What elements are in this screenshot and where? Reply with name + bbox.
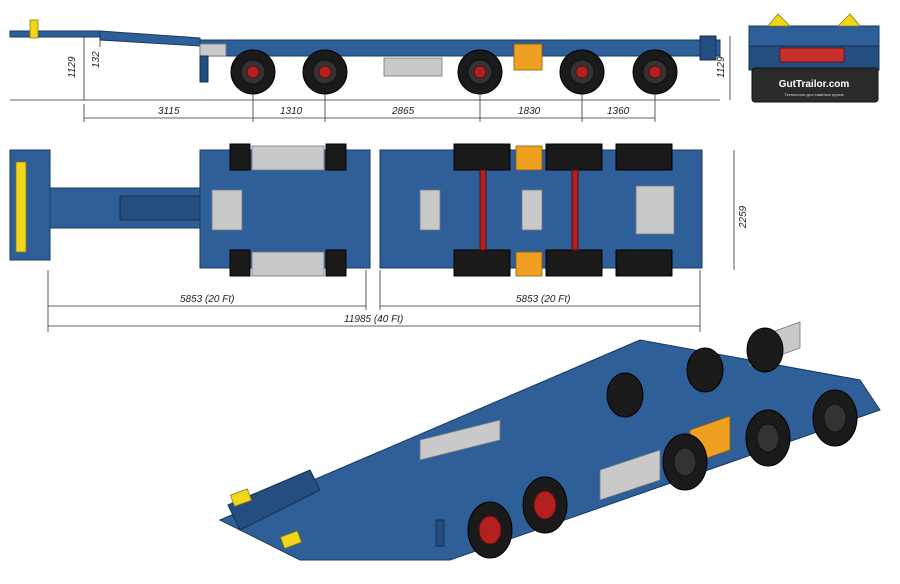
side-view: 1129 132 3115 1310 2865 1830 1360 [9, 19, 721, 122]
dim-top-total-length: 11985 (40 Ft) [344, 314, 403, 325]
dim-side-seg-2: 1310 [280, 106, 303, 117]
top-rear-airtank-2 [521, 189, 543, 231]
dim-side-height-1: 1129 [67, 56, 78, 78]
iso-landing-leg [435, 519, 445, 547]
iso-fender-front [419, 419, 501, 461]
side-orange-box [513, 43, 543, 71]
dim-side-seg-1: 3115 [158, 106, 180, 117]
top-tire-3l [453, 143, 511, 171]
side-front-corner-post [29, 19, 39, 39]
top-tire-3r [453, 249, 511, 277]
side-toolbox [383, 57, 443, 77]
top-orange-box-left [515, 145, 543, 171]
iso-main-frame [218, 339, 881, 561]
top-tire-1r [229, 249, 251, 277]
top-tire-2r [325, 249, 347, 277]
side-wheel-2 [302, 49, 348, 95]
iso-gooseneck [227, 469, 321, 531]
side-wheel-5 [632, 49, 678, 95]
iso-wheel-5 [812, 389, 858, 447]
dim-side-seg-3: 2865 [391, 106, 415, 117]
rear-left-lock [767, 13, 791, 27]
iso-wheel-back-2 [686, 347, 724, 393]
top-tire-1l [229, 143, 251, 171]
top-rear-airtank-1 [419, 189, 441, 231]
iso-front-lock [229, 488, 252, 507]
side-main-frame [199, 39, 721, 57]
dim-side-seg-5: 1360 [607, 106, 630, 117]
side-landing-leg [199, 55, 209, 83]
top-front-fender-left [251, 145, 325, 171]
rear-plate-sub: Технологии для тяжёлых грузов [784, 92, 843, 97]
iso-front-lock-2 [279, 530, 302, 549]
iso-wheel-back-1 [606, 372, 644, 418]
iso-wheel-4 [745, 409, 791, 467]
top-tire-5r [615, 249, 673, 277]
iso-toolbox [599, 449, 661, 501]
rear-view: GutTrailor.com Технологии для тяжёлых гр… [716, 13, 880, 103]
side-wheel-3 [457, 49, 503, 95]
top-rear-bay [635, 185, 675, 235]
top-front-fender-right [251, 251, 325, 277]
top-axle-3 [479, 169, 487, 251]
side-front-beam [9, 30, 101, 38]
side-gooseneck [99, 30, 201, 47]
dim-top-rear-section: 5853 (20 Ft) [516, 294, 570, 305]
iso-wheel-back-3 [746, 327, 784, 373]
top-tire-5l [615, 143, 673, 171]
rear-top-frame [748, 25, 880, 47]
dim-side-seg-4: 1830 [518, 106, 541, 117]
top-view: 2259 5853 (20 Ft) 5853 (20 Ft) 11985 (40… [9, 143, 749, 332]
iso-wheel-3 [662, 433, 708, 491]
top-front-yellow-post [15, 161, 27, 253]
side-wheel-1 [230, 49, 276, 95]
top-axle-4 [571, 169, 579, 251]
rear-plate-brand: GutTrailor.com [779, 79, 850, 90]
rear-bumper-plate [751, 67, 879, 103]
side-rear-bumper [699, 35, 717, 61]
isometric-view [218, 321, 881, 561]
rear-red-reflector [779, 47, 845, 63]
iso-wheel-1 [467, 501, 513, 559]
iso-wheel-2 [522, 476, 568, 534]
top-gooseneck-inner [119, 195, 201, 221]
top-orange-box-right [515, 251, 543, 277]
top-tire-2l [325, 143, 347, 171]
dim-rear-height: 1129 [716, 56, 727, 78]
top-tire-4r [545, 249, 603, 277]
top-tire-4l [545, 143, 603, 171]
dim-top-front-section: 5853 (20 Ft) [180, 294, 234, 305]
top-front-airtank [211, 189, 243, 231]
side-front-bracket [199, 43, 227, 57]
rear-right-lock [837, 13, 861, 27]
dim-top-width: 2259 [738, 205, 749, 229]
side-wheel-4 [559, 49, 605, 95]
dim-side-height-2: 132 [91, 51, 102, 68]
